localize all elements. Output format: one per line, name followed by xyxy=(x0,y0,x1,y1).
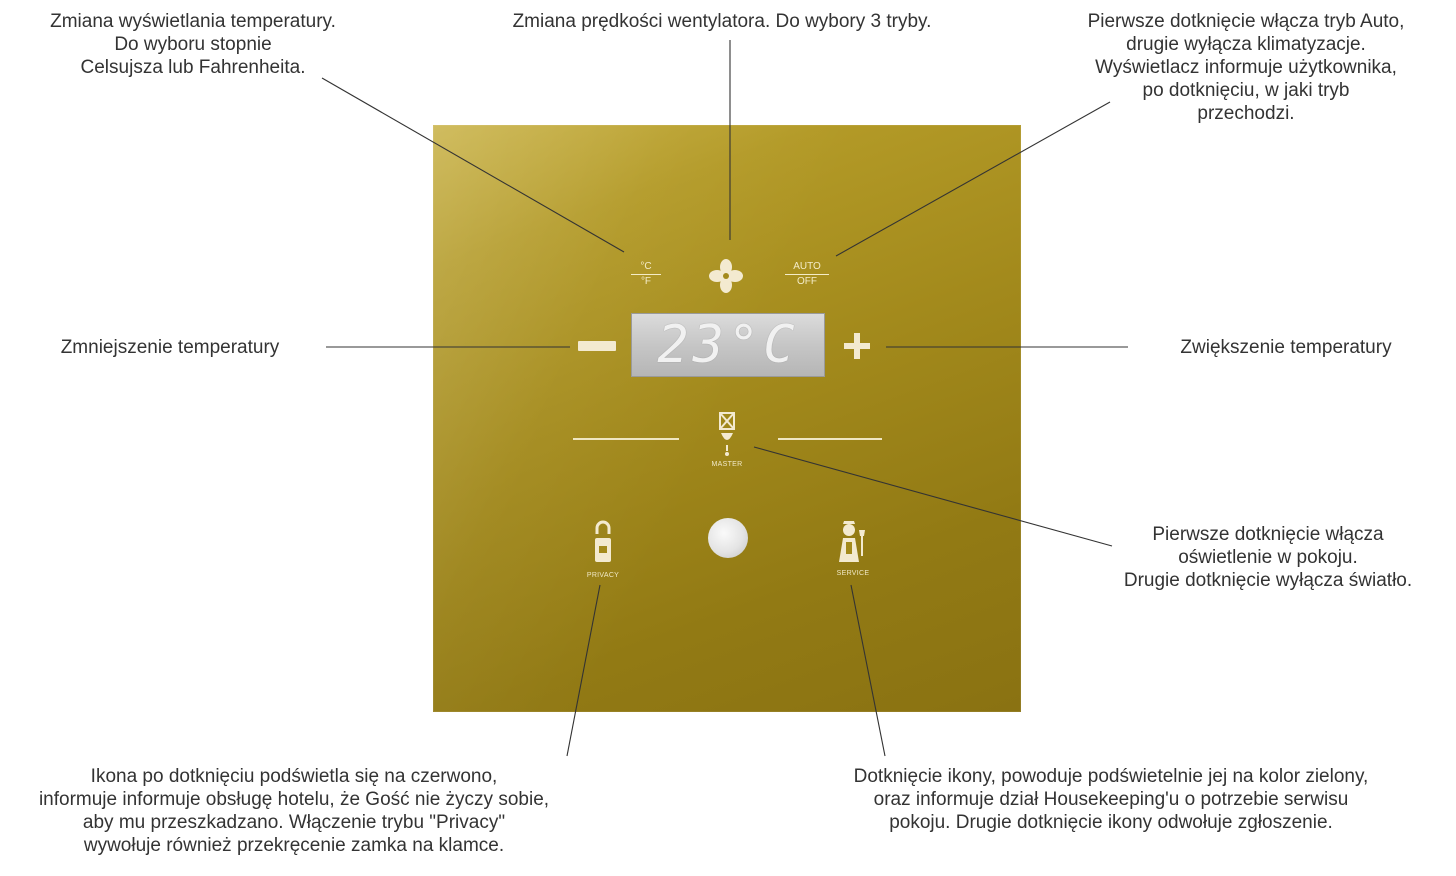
sensor-icon xyxy=(708,518,748,558)
master-label: MASTER xyxy=(711,461,743,468)
privacy-button[interactable]: PRIVACY xyxy=(571,520,635,582)
maid-service-icon xyxy=(839,521,865,562)
unit-fahrenheit-label: °F xyxy=(640,276,652,287)
annotation-units: Zmiana wyświetlania temperatury. Do wybo… xyxy=(50,11,336,78)
divider-left xyxy=(573,438,679,440)
auto-label: AUTO xyxy=(785,260,829,275)
off-label: OFF xyxy=(797,276,817,287)
temperature-display-value: 23°C xyxy=(657,315,799,375)
privacy-door-hanger-icon xyxy=(595,520,611,562)
service-label: SERVICE xyxy=(836,570,870,577)
increase-temperature-button[interactable] xyxy=(844,333,870,359)
privacy-label: PRIVACY xyxy=(586,572,620,579)
service-button[interactable]: SERVICE xyxy=(821,518,885,582)
annotation-auto: Pierwsze dotknięcie włącza tryb Auto, dr… xyxy=(1087,11,1405,124)
temperature-display: 23°C xyxy=(631,313,825,377)
thermostat-panel: °C °F AUTO OFF 23°C xyxy=(433,125,1021,712)
auto-off-button[interactable]: AUTO OFF xyxy=(785,260,829,296)
annotation-service: Dotknięcie ikony, powoduje podświetelnie… xyxy=(853,766,1369,833)
master-light-icon xyxy=(719,412,735,456)
annotation-fan: Zmiana prędkości wentylatora. Do wybory … xyxy=(512,11,932,32)
unit-celsius-label: °C xyxy=(631,260,661,275)
fan-speed-button[interactable] xyxy=(708,258,744,294)
annotation-increase: Zwiększenie temperatury xyxy=(1180,337,1392,358)
fan-icon xyxy=(709,259,743,293)
decrease-temperature-button[interactable] xyxy=(578,341,616,351)
temperature-unit-button[interactable]: °C °F xyxy=(631,260,661,296)
master-light-button[interactable]: MASTER xyxy=(701,411,753,477)
annotation-decrease: Zmniejszenie temperatury xyxy=(60,337,280,358)
annotation-privacy: Ikona po dotknięciu podświetla się na cz… xyxy=(38,766,550,856)
divider-right xyxy=(778,438,882,440)
annotation-master: Pierwsze dotknięcie włącza oświetlenie w… xyxy=(1123,524,1413,591)
